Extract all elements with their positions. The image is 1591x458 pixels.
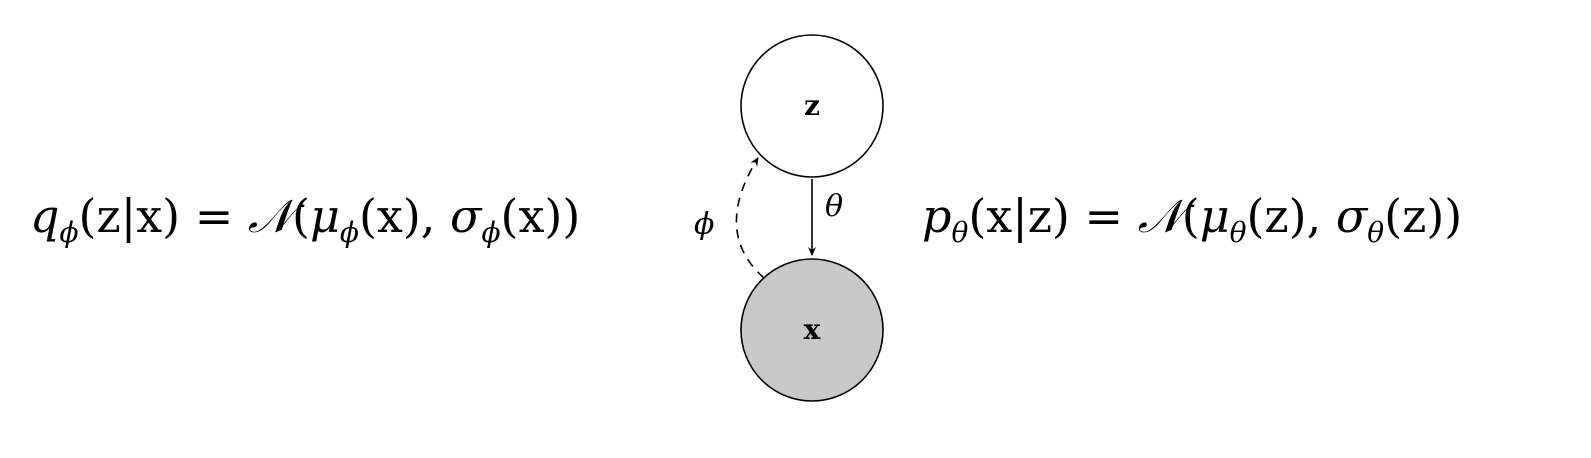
latent-node-label: z: [804, 89, 820, 122]
decoder-open-paren: (: [1181, 189, 1200, 243]
inference-edge: [735, 157, 765, 279]
encoder-open-paren: (: [292, 189, 310, 243]
decoder-equals: =: [1069, 189, 1138, 243]
decoder-fn: p: [922, 189, 952, 243]
encoder-normal-dist: 𝒩: [247, 189, 292, 243]
decoder-sigma-arg: (z): [1384, 189, 1445, 243]
encoder-sigma-subscript: ϕ: [481, 216, 501, 249]
decoder-sigma-subscript: θ: [1367, 216, 1385, 249]
theta-edge-label: θ: [825, 189, 843, 224]
encoder-equals: =: [180, 189, 248, 243]
decoder-equation: pθ(x|z) = 𝒩(μθ(z), σθ(z)): [922, 186, 1463, 249]
encoder-mu-subscript: ϕ: [339, 216, 359, 249]
decoder-mu-arg: (z): [1246, 189, 1307, 243]
encoder-comma: ,: [420, 189, 451, 243]
decoder-mu: μ: [1199, 189, 1230, 243]
encoder-sigma: σ: [450, 189, 482, 243]
encoder-mu: μ: [309, 189, 340, 243]
encoder-close-paren: ): [562, 189, 581, 243]
encoder-fn: q: [30, 189, 60, 243]
encoder-args: (z|x): [78, 189, 181, 243]
encoder-equation: qϕ(z|x) = 𝒩(μϕ(x), σϕ(x)): [30, 186, 581, 249]
decoder-close-paren: ): [1444, 189, 1463, 243]
encoder-mu-arg: (x): [358, 189, 421, 243]
encoder-fn-subscript: ϕ: [59, 216, 79, 249]
observed-node-x: [740, 258, 884, 402]
decoder-mu-subscript: θ: [1229, 216, 1247, 249]
observed-node-label: x: [804, 313, 821, 346]
decoder-args: (x|z): [968, 189, 1070, 243]
phi-edge-label: ϕ: [694, 207, 714, 242]
decoder-fn-subscript: θ: [951, 216, 969, 249]
latent-node-z: [740, 34, 884, 178]
encoder-sigma-arg: (x): [500, 189, 563, 243]
decoder-sigma: σ: [1335, 189, 1368, 243]
decoder-normal-dist: 𝒩: [1137, 189, 1182, 243]
decoder-comma: ,: [1306, 189, 1336, 243]
